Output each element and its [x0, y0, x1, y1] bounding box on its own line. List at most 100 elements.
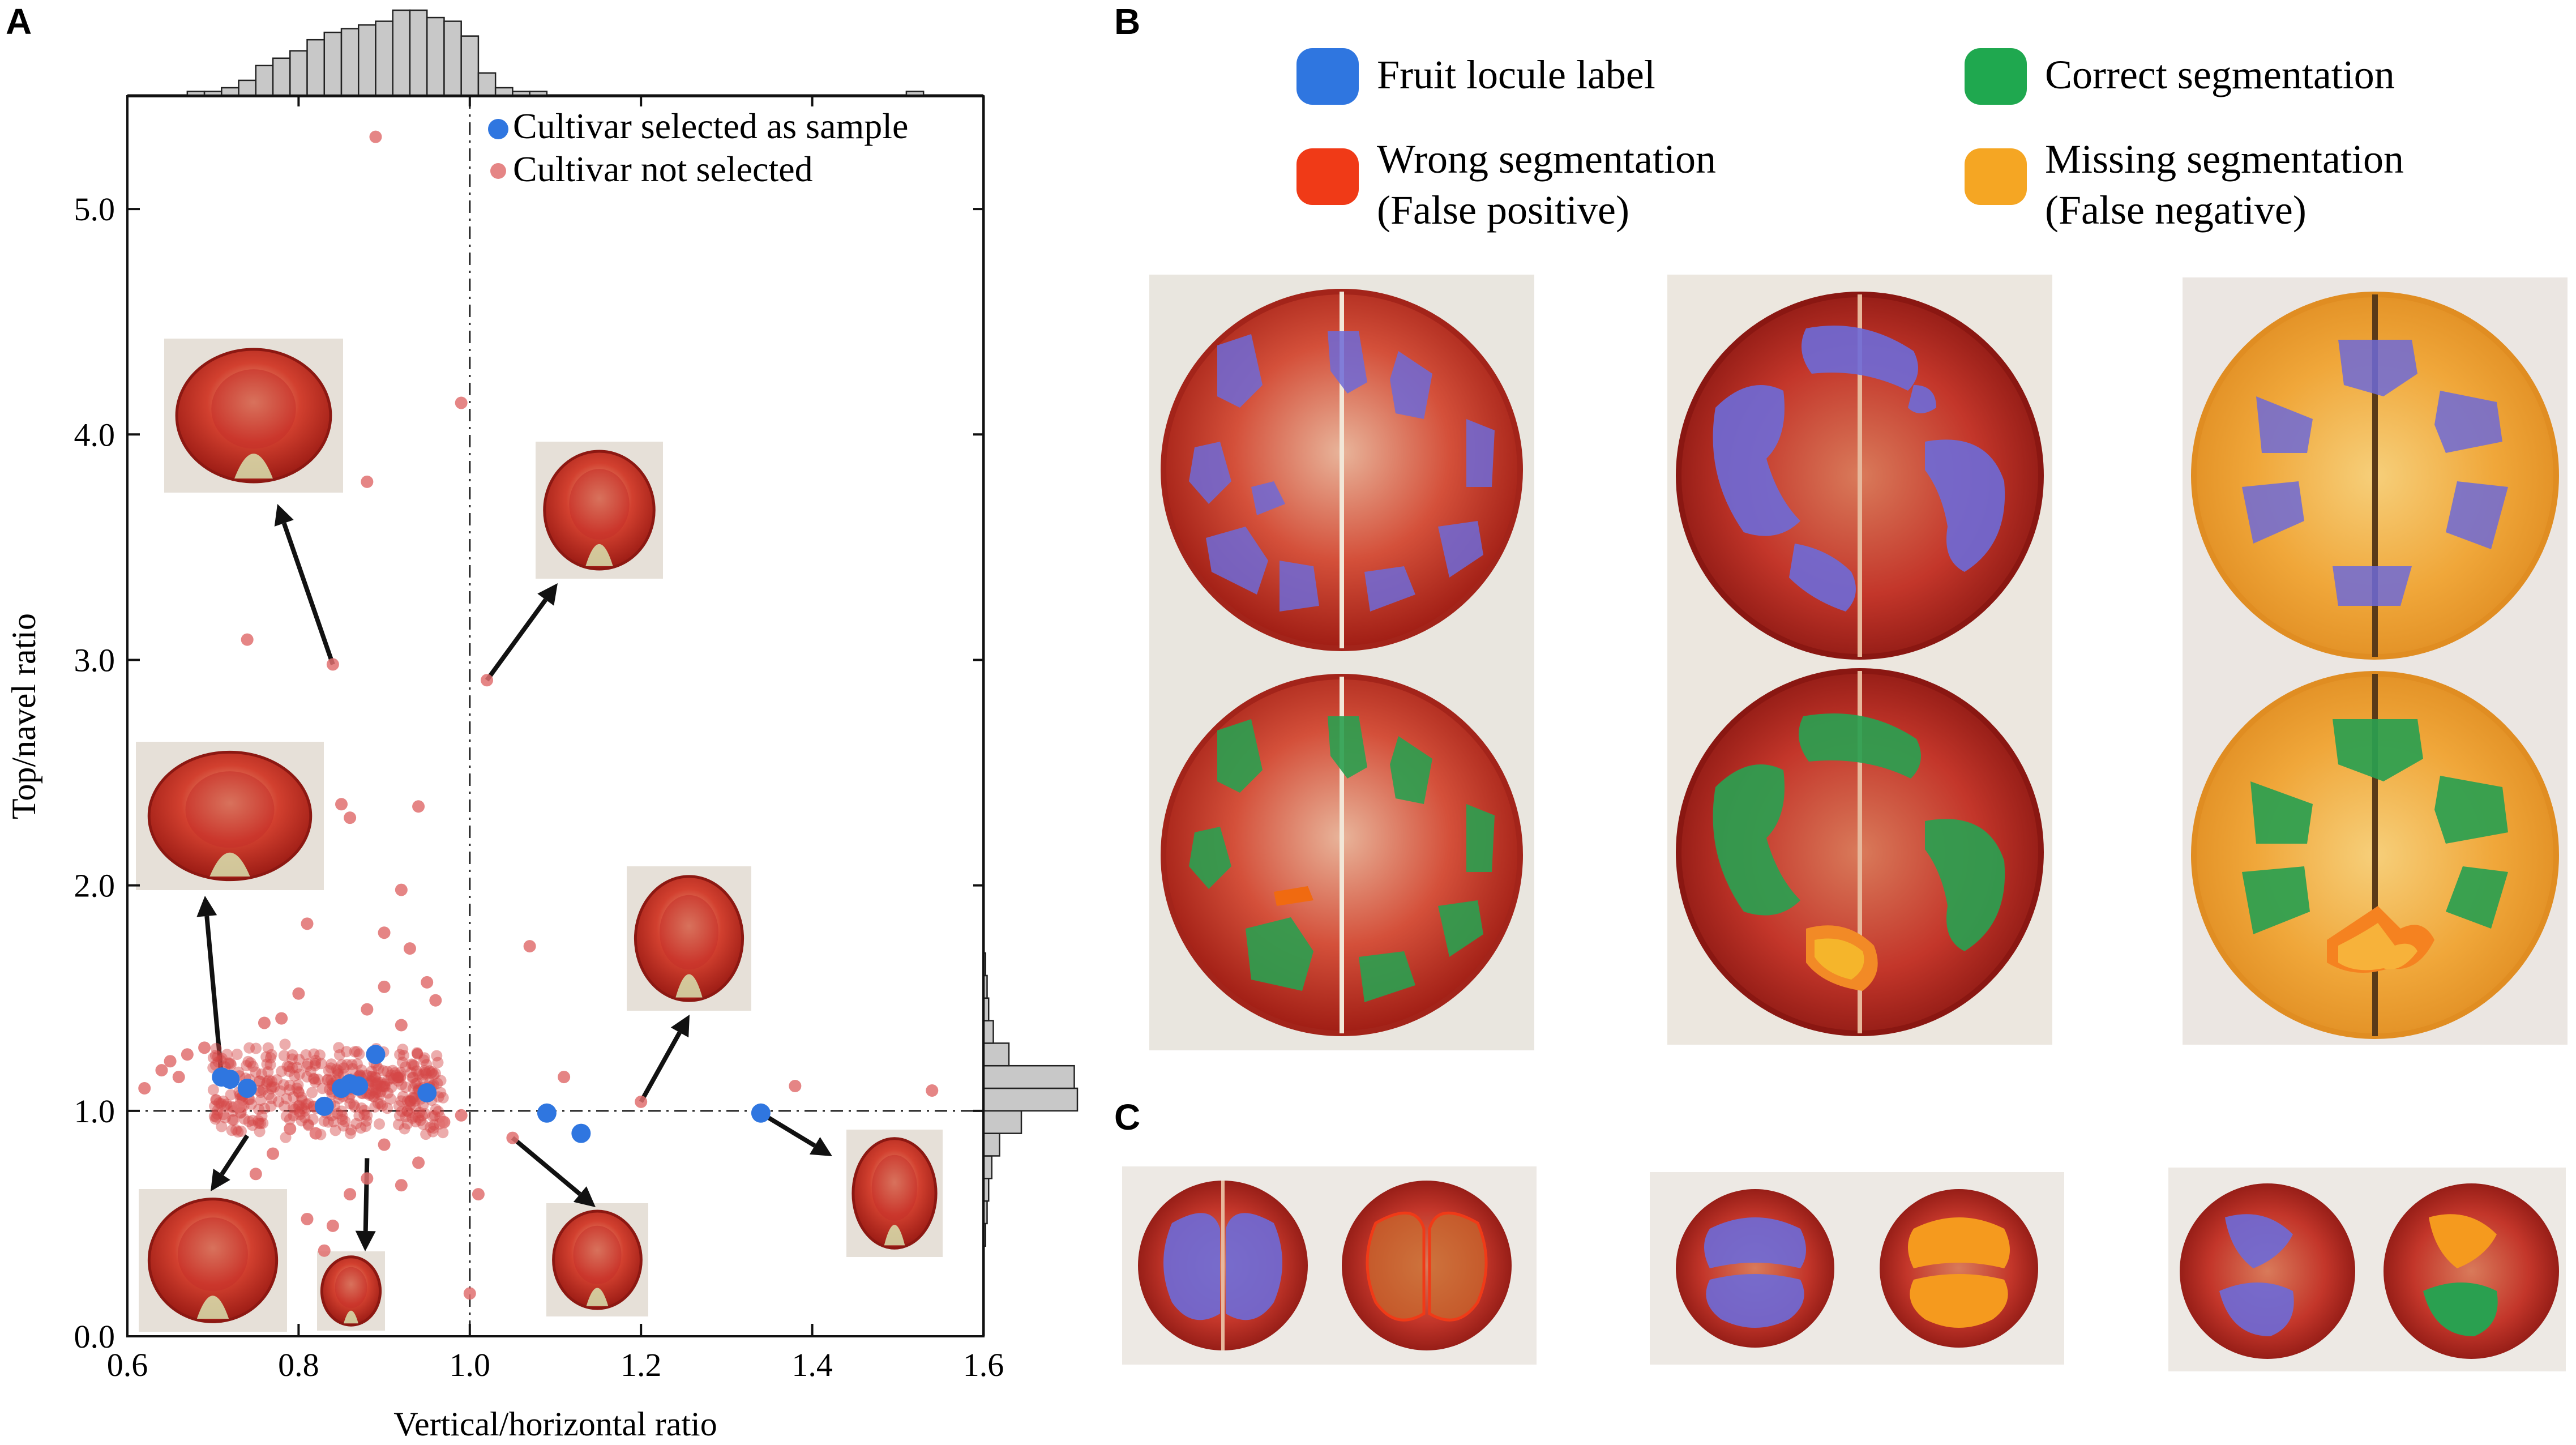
not-selected-point [278, 1079, 290, 1091]
top-hist-bar [306, 39, 326, 96]
not-selected-point [254, 1126, 266, 1138]
not-selected-point [217, 1095, 229, 1107]
thumbnail-flesh [178, 1217, 248, 1292]
not-selected-point [413, 1068, 425, 1080]
not-selected-point [401, 1105, 413, 1117]
not-selected-point [286, 1053, 298, 1065]
legend-swatch-wrong [1296, 148, 1359, 205]
top-hist-bar [443, 20, 462, 96]
not-selected-point [209, 1049, 221, 1061]
annotation-arrows [196, 504, 832, 1251]
not-selected-point [364, 1088, 376, 1100]
not-selected-point [293, 1100, 305, 1112]
not-selected-point [635, 1095, 648, 1108]
not-selected-point [262, 1042, 274, 1054]
legend-text-missing-line2: (False negative) [2045, 187, 2307, 233]
not-selected-point [300, 1098, 312, 1110]
not-selected-point [302, 1097, 314, 1109]
panel-c-pair-2 [1650, 1172, 2064, 1365]
not-selected-point [404, 1095, 416, 1106]
legend-text-missing-line1: Missing segmentation [2045, 136, 2404, 182]
selected-point [220, 1070, 240, 1089]
not-selected-point [209, 1100, 221, 1112]
not-selected-point [272, 1096, 284, 1108]
not-selected-point [405, 1095, 417, 1107]
not-selected-point [437, 1127, 449, 1139]
not-selected-point [356, 1064, 367, 1076]
not-selected-point [392, 1075, 404, 1087]
not-selected-point [399, 1123, 410, 1135]
selected-point [366, 1045, 386, 1064]
fruit-thumbnail [164, 339, 343, 493]
panel-b-sample-3-prediction [2183, 665, 2568, 1045]
not-selected-point [279, 1100, 290, 1112]
not-selected-point [396, 1105, 408, 1117]
not-selected-point [417, 1073, 429, 1085]
not-selected-point [926, 1084, 939, 1097]
not-selected-point [181, 1048, 194, 1061]
top-hist-bar [221, 87, 239, 96]
arrow-head [196, 896, 217, 917]
selected-point [349, 1076, 369, 1096]
top-hist-bar [426, 16, 445, 96]
y-axis-label: Top/navel ratio [5, 613, 42, 819]
not-selected-point [210, 1042, 222, 1054]
not-selected-point [455, 1109, 468, 1122]
top-hist-bar [409, 9, 428, 96]
arrow-shaft [204, 916, 224, 1078]
not-selected-point [463, 1287, 476, 1300]
not-selected-point [262, 1066, 274, 1078]
thumbnail-core [675, 974, 703, 998]
not-selected-point [302, 1058, 314, 1070]
not-selected-point [361, 1003, 374, 1016]
not-selected-point [337, 1120, 349, 1132]
not-selected-point [425, 1121, 437, 1133]
panel-b-letter: B [1114, 1, 1140, 42]
not-selected-point [245, 1057, 256, 1069]
not-selected-point [301, 1212, 314, 1225]
not-selected-point [358, 1109, 370, 1121]
not-selected-point [356, 1102, 367, 1114]
not-selected-point [338, 1062, 350, 1074]
not-selected-point [217, 1109, 229, 1121]
thumbnail-flesh [871, 1155, 918, 1221]
not-selected-point [400, 1081, 412, 1093]
arrow-head [211, 1169, 230, 1191]
not-selected-point [412, 800, 425, 813]
not-selected-point [382, 1075, 393, 1087]
selected-point [537, 1103, 557, 1123]
not-selected-point [243, 1115, 255, 1127]
not-selected-point [428, 1119, 440, 1131]
top-histogram [127, 9, 983, 96]
not-selected-point [433, 1106, 444, 1118]
thumbnail-core [585, 544, 613, 566]
top-hist-bar [203, 91, 222, 96]
not-selected-point [395, 1066, 406, 1078]
not-selected-point [407, 1059, 419, 1071]
not-selected-point [361, 1115, 373, 1127]
arrow-shaft [220, 1134, 250, 1176]
not-selected-point [435, 1087, 447, 1098]
not-selected-point [438, 1115, 451, 1128]
legend-text-wrong-line2: (False positive) [1377, 187, 1629, 233]
thumbnail-flesh [211, 369, 296, 449]
right-histogram [983, 96, 1079, 1336]
not-selected-point [332, 1068, 344, 1080]
not-selected-point [243, 1042, 255, 1054]
not-selected-point [421, 1068, 433, 1080]
not-selected-point [411, 1077, 423, 1089]
not-selected-point [299, 1111, 311, 1123]
not-selected-point [369, 1071, 381, 1083]
y-tick-label: 3.0 [74, 642, 115, 678]
not-selected-point [221, 1098, 233, 1110]
top-hist-bar [375, 20, 393, 96]
not-selected-point [232, 1126, 244, 1138]
not-selected-point [286, 1062, 298, 1074]
not-selected-point [353, 1110, 365, 1122]
not-selected-point [414, 1106, 426, 1118]
not-selected-point [264, 1059, 276, 1071]
fruit-thumbnail [136, 742, 324, 890]
not-selected-point [420, 1128, 432, 1140]
right-hist-bar [983, 1042, 1010, 1067]
